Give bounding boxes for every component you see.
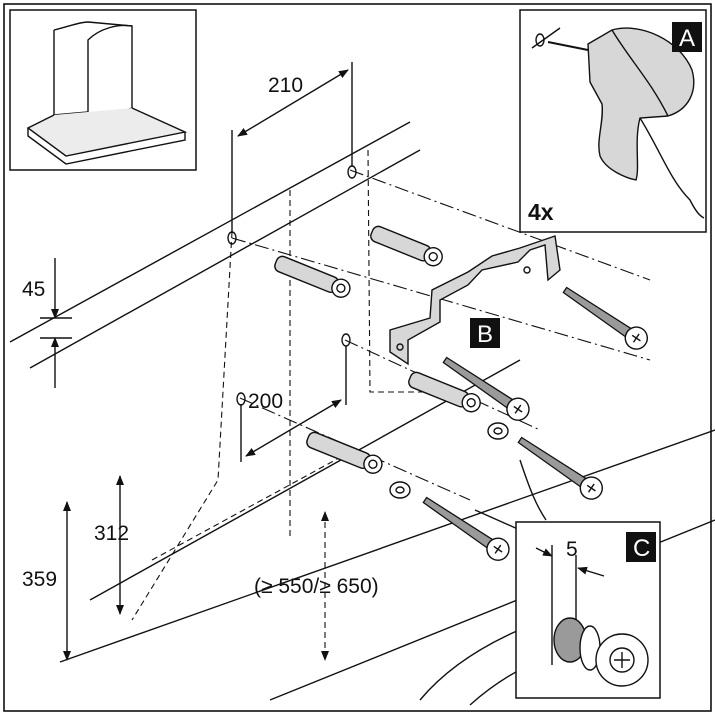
washer-2 bbox=[389, 481, 411, 499]
screw-4 bbox=[422, 496, 510, 561]
dimension-clearance-label: (≥ 550/≥ 650) bbox=[254, 575, 379, 598]
leader-line bbox=[519, 459, 547, 521]
detail-gap-label: 5 bbox=[566, 538, 578, 561]
wall-plug-3 bbox=[408, 371, 481, 413]
dimension-45 bbox=[40, 258, 72, 388]
dimension-312-label: 312 bbox=[94, 522, 129, 545]
detail-badge-box bbox=[626, 532, 656, 562]
dimension-359-label: 359 bbox=[22, 568, 57, 591]
screw-1 bbox=[562, 286, 648, 350]
dimension-45-label: 45 bbox=[22, 278, 45, 301]
drill-badge-box bbox=[672, 22, 702, 52]
mounting-bracket bbox=[389, 235, 561, 366]
wall-plug-4 bbox=[306, 431, 383, 474]
bracket-badge: B bbox=[477, 321, 493, 348]
leader-line bbox=[474, 509, 521, 531]
hood-inset bbox=[9, 9, 197, 171]
wall-plug-2 bbox=[274, 255, 351, 298]
detail-badge: C bbox=[633, 535, 650, 562]
washer-1 bbox=[487, 422, 509, 440]
wall-plug-1 bbox=[370, 225, 443, 267]
screw-2 bbox=[442, 356, 530, 421]
bracket-badge-box bbox=[470, 318, 500, 348]
drill-badge: A bbox=[679, 25, 695, 52]
screw-3 bbox=[517, 436, 603, 500]
dimension-200 bbox=[240, 346, 347, 462]
dimension-200-label: 200 bbox=[248, 390, 283, 413]
drill-count: 4x bbox=[528, 199, 554, 225]
dimension-210 bbox=[231, 62, 353, 232]
dimension-210-label: 210 bbox=[268, 74, 303, 97]
outer-frame bbox=[3, 3, 712, 712]
